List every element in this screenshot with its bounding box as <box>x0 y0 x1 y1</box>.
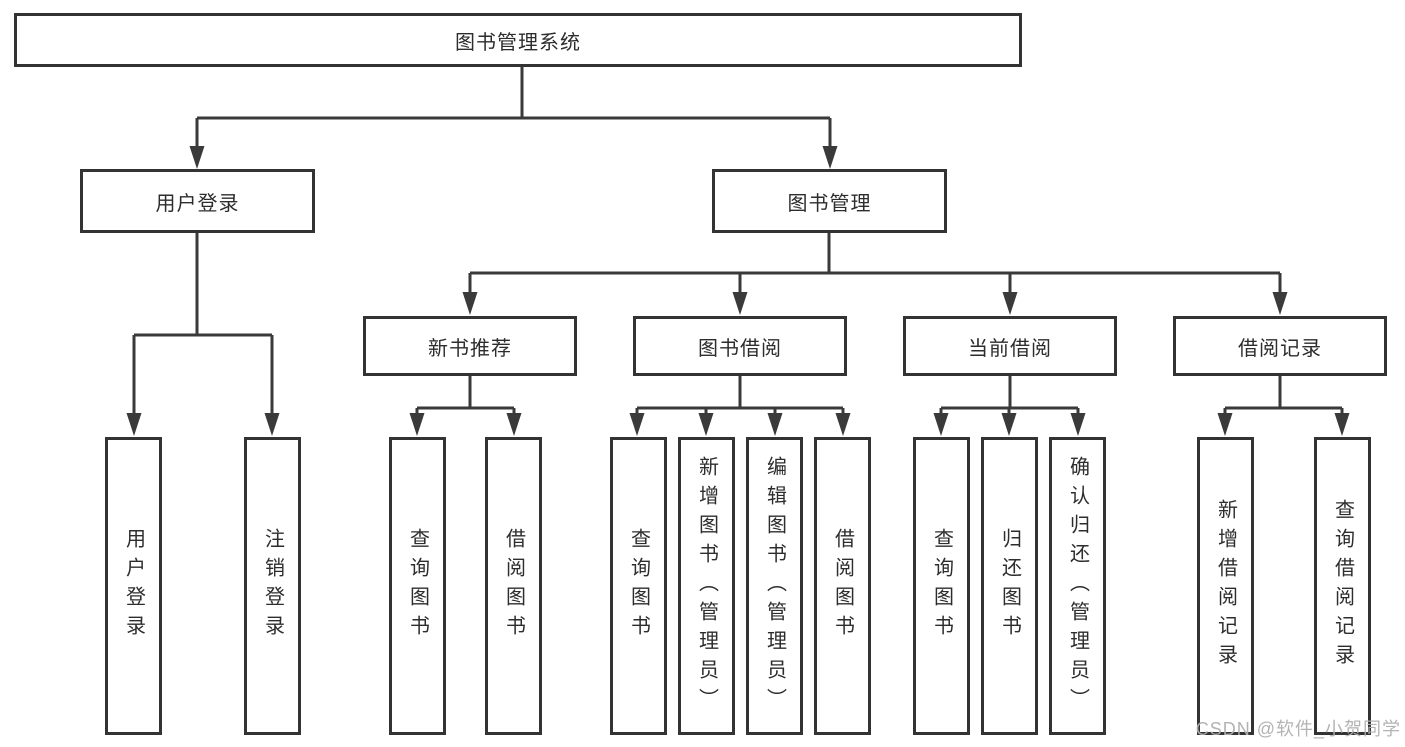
leaf-query-books-1-label: 查询图书 <box>406 528 429 644</box>
new-book-recommend-label: 新书推荐 <box>428 337 512 360</box>
current-borrow-label: 当前借阅 <box>968 337 1052 360</box>
leaf-query-books-1: 查询图书 <box>389 437 446 735</box>
book-management-node: 图书管理 <box>712 169 947 233</box>
leaf-query-books-3: 查询图书 <box>913 437 970 735</box>
book-management-label: 图书管理 <box>787 192 872 215</box>
leaf-confirm-return-admin: 确认归还（管理员） <box>1049 437 1106 735</box>
root-node-label: 图书管理系统 <box>455 31 581 54</box>
leaf-borrow-books-2-label: 借阅图书 <box>831 528 854 644</box>
arrowhead-icons <box>126 146 1350 436</box>
leaf-edit-books-admin: 编辑图书（管理员） <box>746 437 803 735</box>
leaf-query-borrow-record: 查询借阅记录 <box>1314 437 1371 735</box>
leaf-user-login-label: 用户登录 <box>122 528 145 644</box>
leaf-add-borrow-record: 新增借阅记录 <box>1197 437 1254 735</box>
leaf-logout: 注销登录 <box>244 437 301 735</box>
leaf-logout-label: 注销登录 <box>261 528 284 644</box>
leaf-confirm-return-admin-label: 确认归还（管理员） <box>1066 455 1089 717</box>
leaf-edit-books-admin-label: 编辑图书（管理员） <box>763 455 786 717</box>
user-login-branch-label: 用户登录 <box>155 192 240 215</box>
book-borrow-node: 图书借阅 <box>633 316 847 376</box>
leaf-add-borrow-record-label: 新增借阅记录 <box>1214 499 1237 673</box>
leaf-add-books-admin: 新增图书（管理员） <box>678 437 735 735</box>
leaf-query-books-2: 查询图书 <box>610 437 667 735</box>
leaf-borrow-books-1: 借阅图书 <box>485 437 542 735</box>
leaf-borrow-books-2: 借阅图书 <box>814 437 871 735</box>
leaf-query-books-2-label: 查询图书 <box>627 528 650 644</box>
borrow-record-label: 借阅记录 <box>1238 337 1322 360</box>
leaf-query-borrow-record-label: 查询借阅记录 <box>1331 499 1354 673</box>
leaf-borrow-books-1-label: 借阅图书 <box>502 528 525 644</box>
leaf-return-books-label: 归还图书 <box>998 528 1021 644</box>
leaf-query-books-3-label: 查询图书 <box>930 528 953 644</box>
borrow-record-node: 借阅记录 <box>1173 316 1387 376</box>
user-login-branch-node: 用户登录 <box>80 169 315 233</box>
leaf-add-books-admin-label: 新增图书（管理员） <box>695 455 718 717</box>
new-book-recommend-node: 新书推荐 <box>363 316 577 376</box>
leaf-return-books: 归还图书 <box>981 437 1038 735</box>
leaf-user-login: 用户登录 <box>105 437 162 735</box>
book-borrow-label: 图书借阅 <box>698 337 782 360</box>
current-borrow-node: 当前借阅 <box>903 316 1117 376</box>
csdn-watermark: CSDN @软件_小贺同学 <box>1195 719 1401 739</box>
root-node-library-system: 图书管理系统 <box>14 13 1022 67</box>
